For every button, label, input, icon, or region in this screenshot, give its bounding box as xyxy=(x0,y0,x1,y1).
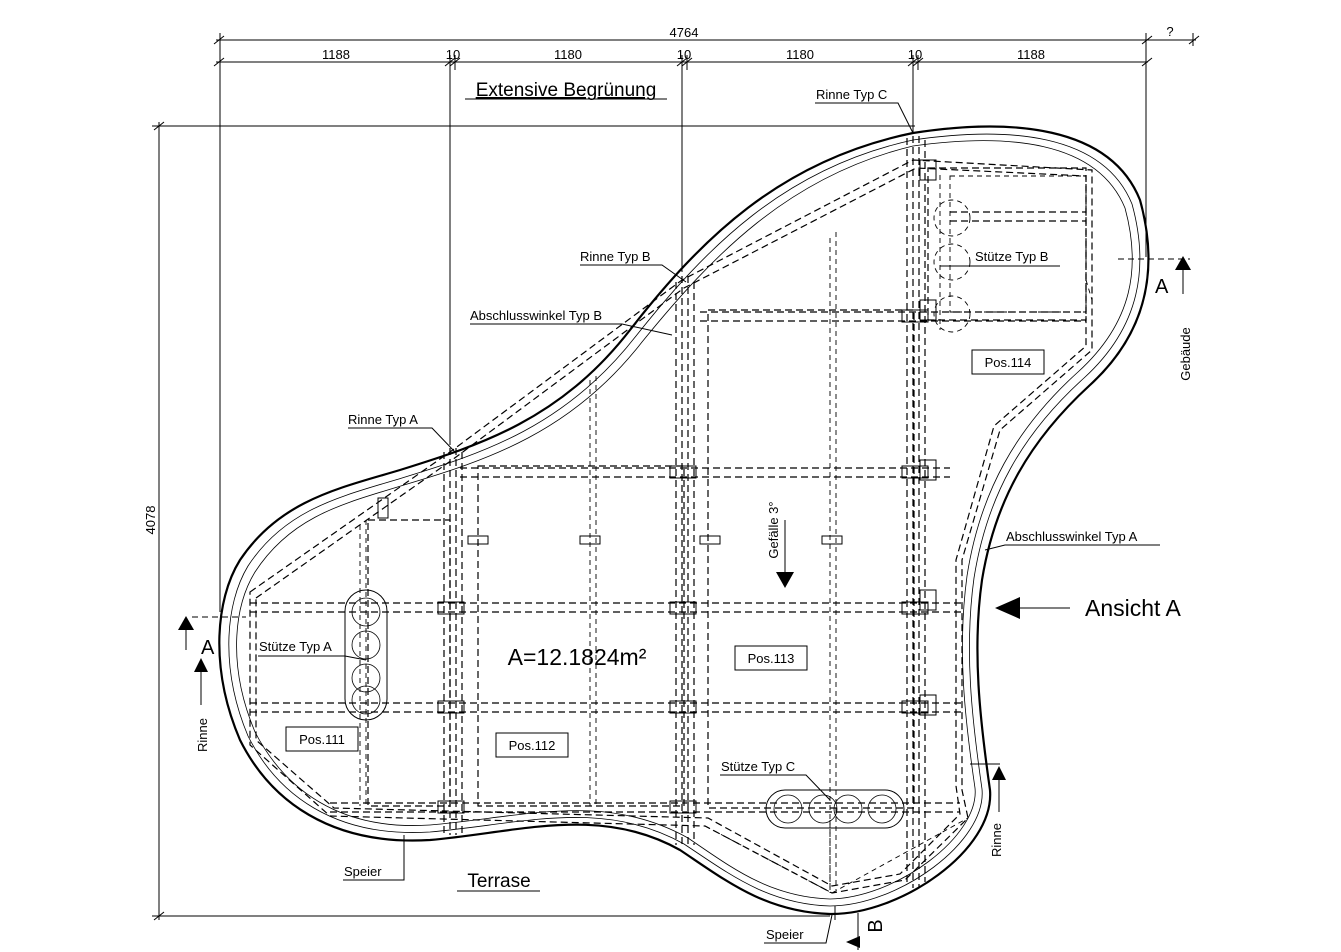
dim-segment-7: 1188 xyxy=(1017,47,1045,62)
dim-unknown: ? xyxy=(1166,24,1173,39)
label-support-a: Stütze Typ A xyxy=(259,639,332,654)
supports xyxy=(344,199,971,829)
label-view-a: Ansicht A xyxy=(1085,595,1182,621)
frame-structure xyxy=(249,136,1093,894)
label-gutter-a: Rinne Typ A xyxy=(348,412,418,427)
label-slope: Gefälle 3° xyxy=(766,501,781,558)
dim-segment-2: 10 xyxy=(446,47,460,62)
support-a-pad xyxy=(344,589,388,721)
dim-segment-5: 1180 xyxy=(786,47,814,62)
label-spout-bottom: Speier xyxy=(766,927,804,942)
dim-segment-1: 1188 xyxy=(322,47,350,62)
dim-segment-4: 10 xyxy=(677,47,691,62)
label-building: Gebäude xyxy=(1178,327,1193,381)
dim-total-height: 4078 xyxy=(143,506,158,535)
label-terrace: Terrase xyxy=(467,871,530,892)
label-section-a-right: A xyxy=(1155,276,1169,298)
label-gutter-left: Rinne xyxy=(195,718,210,752)
leader-lines xyxy=(258,102,1160,944)
label-area: A=12.1824m² xyxy=(508,644,647,670)
dim-segment-6: 10 xyxy=(908,47,922,62)
label-section-a-left: A xyxy=(201,637,215,659)
label-extensive-green: Extensive Begrünung xyxy=(476,80,657,101)
roof-outline xyxy=(218,125,1150,916)
label-spout-left: Speier xyxy=(344,864,382,879)
position-boxes: Pos.111 Pos.112 Pos.113 Pos.114 xyxy=(285,349,1045,758)
dim-segment-3: 1180 xyxy=(554,47,582,62)
dim-total-width: 4764 xyxy=(670,25,699,40)
position-113: Pos.113 xyxy=(748,651,795,666)
position-112: Pos.112 xyxy=(509,738,556,753)
label-support-c: Stütze Typ C xyxy=(721,759,795,774)
label-gutter-right: Rinne xyxy=(989,823,1004,857)
label-end-angle-a: Abschlusswinkel Typ A xyxy=(1006,529,1138,544)
label-section-b: B xyxy=(865,919,887,932)
dimension-texts: 4764 ? 1188 10 1180 10 1180 10 1188 4078 xyxy=(143,24,1174,534)
label-support-b: Stütze Typ B xyxy=(975,249,1048,264)
label-end-angle-b: Abschlusswinkel Typ B xyxy=(470,308,602,323)
support-c-pad xyxy=(765,789,905,829)
label-gutter-c: Rinne Typ C xyxy=(816,87,887,102)
support-b-pad xyxy=(933,199,971,237)
labels: Extensive Begrünung Terrase A=12.1824m² … xyxy=(195,80,1193,942)
label-gutter-b: Rinne Typ B xyxy=(580,249,651,264)
section-markers xyxy=(178,256,1191,950)
brackets xyxy=(377,159,937,814)
dimension-lines xyxy=(152,33,1200,921)
position-111: Pos.111 xyxy=(299,732,345,747)
position-114: Pos.114 xyxy=(985,355,1032,370)
